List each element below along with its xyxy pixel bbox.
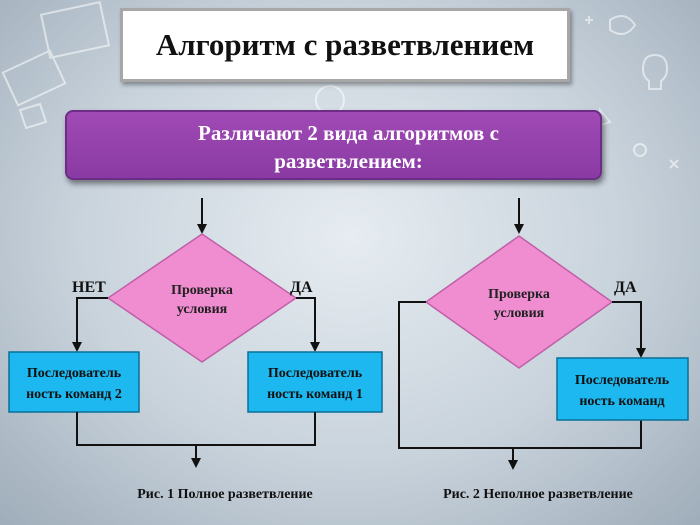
page-title: Алгоритм с разветвлением — [155, 27, 535, 62]
diagram-partial-branch: Проверка условия ДА Последователь ность … — [398, 198, 689, 502]
no-branch-line — [72, 297, 108, 352]
no-label: НЕТ — [72, 279, 106, 296]
x-doodle-icon — [669, 159, 679, 169]
circle-doodle-icon — [633, 143, 647, 157]
process-block-left-line1: Последователь — [27, 366, 122, 381]
caption-fig1: Рис. 1 Полное разветвление — [137, 487, 313, 502]
process-block-right-line1: Последователь — [268, 366, 363, 381]
yes-branch-line — [296, 297, 320, 352]
process-block-right — [247, 351, 383, 413]
process-block-2-line2: ность команд — [579, 394, 664, 409]
condition-label-2-line2: условия — [494, 306, 545, 321]
process-block-left-line2: ность команд 2 — [26, 387, 122, 402]
merge-lines — [76, 412, 316, 446]
condition-label-2-line1: Проверка — [488, 287, 550, 302]
condition-label-line2: условия — [177, 302, 228, 317]
yes-label: ДА — [290, 279, 313, 296]
title-box: Алгоритм с разветвлением — [120, 8, 570, 82]
yes-branch-line-2 — [612, 301, 646, 358]
process-block-left — [8, 351, 140, 413]
cross-doodle-icon — [585, 16, 593, 24]
book-doodle-icon — [39, 1, 111, 59]
condition-diamond-2 — [424, 235, 614, 369]
subtitle-banner: Различают 2 вида алгоритмов с разветвлен… — [65, 110, 602, 180]
arrow-doodle-icon — [609, 15, 637, 35]
paper-doodle-icon — [18, 102, 48, 130]
caption-fig2: Рис. 2 Неполное разветвление — [443, 487, 633, 502]
bypass-line — [398, 301, 642, 449]
lightbulb-doodle-icon — [641, 53, 669, 90]
notebook-doodle-icon — [1, 49, 67, 107]
process-block-2 — [556, 357, 689, 421]
diagram-full-branch: Проверка условия НЕТ ДА Последователь но… — [8, 198, 383, 502]
yes-label-2: ДА — [614, 279, 637, 296]
condition-diamond — [106, 233, 298, 363]
process-block-right-line2: ность команд 1 — [267, 387, 363, 402]
condition-label-line1: Проверка — [171, 283, 233, 298]
process-block-2-line1: Последователь — [575, 373, 670, 388]
